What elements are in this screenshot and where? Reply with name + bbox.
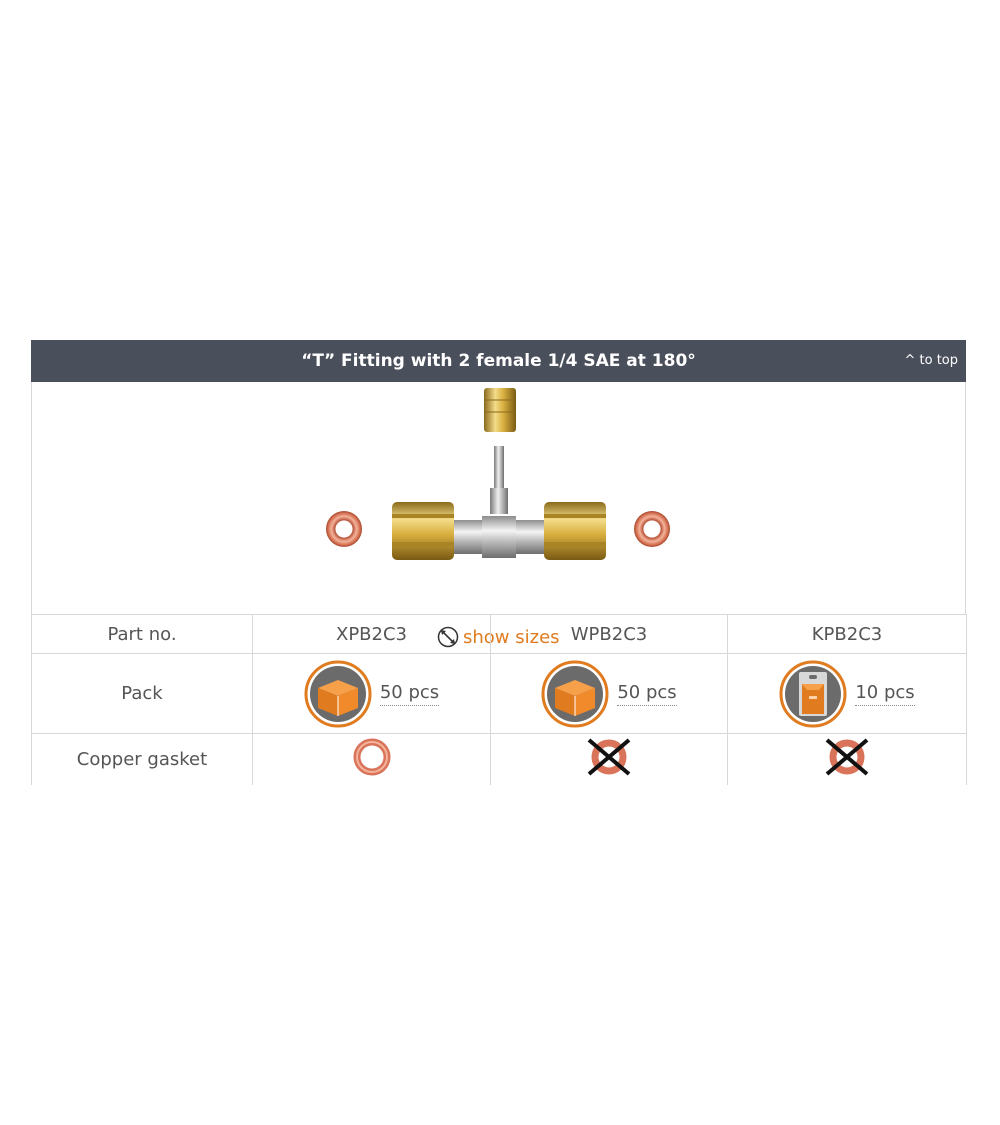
blister-pack-icon xyxy=(779,660,847,727)
pack-cell: 50 pcs xyxy=(252,653,491,734)
pack-quantity: 50 pcs xyxy=(617,682,677,706)
to-top-link[interactable]: ^ to top xyxy=(904,353,958,368)
gasket-cell xyxy=(252,733,491,785)
pack-quantity: 10 pcs xyxy=(855,682,915,706)
table-row: Pack 50 pcs xyxy=(31,653,967,734)
part-no-cell: KPB2C3 xyxy=(727,614,967,654)
product-image-area: show sizes xyxy=(31,382,966,648)
gasket-not-included-icon xyxy=(825,738,869,776)
box-icon xyxy=(304,660,372,727)
pack-quantity: 50 pcs xyxy=(379,682,440,706)
product-panel: “T” Fitting with 2 female 1/4 SAE at 180… xyxy=(31,340,967,786)
panel-title: “T” Fitting with 2 female 1/4 SAE at 180… xyxy=(301,351,696,371)
gasket-cell xyxy=(727,733,967,785)
pack-cell: 10 pcs xyxy=(727,653,967,734)
part-no-cell: XPB2C3 xyxy=(252,614,491,654)
panel-header: “T” Fitting with 2 female 1/4 SAE at 180… xyxy=(31,340,966,382)
table-row: Copper gasket xyxy=(31,733,967,785)
row-label-pack: Pack xyxy=(31,653,253,734)
copper-gasket-icon xyxy=(353,738,390,776)
table-row: Part no. XPB2C3 WPB2C3 KPB2C3 xyxy=(31,614,967,654)
part-no-cell: WPB2C3 xyxy=(490,614,728,654)
t-fitting-image xyxy=(326,388,670,560)
gasket-not-included-icon xyxy=(587,738,631,776)
pack-cell: 50 pcs xyxy=(490,653,728,734)
row-label-copper-gasket: Copper gasket xyxy=(31,733,253,785)
row-label-part-no: Part no. xyxy=(31,614,253,654)
box-icon xyxy=(541,660,609,727)
gasket-cell xyxy=(490,733,728,785)
spec-table: Part no. XPB2C3 WPB2C3 KPB2C3 Pack 50 pc xyxy=(31,614,967,785)
